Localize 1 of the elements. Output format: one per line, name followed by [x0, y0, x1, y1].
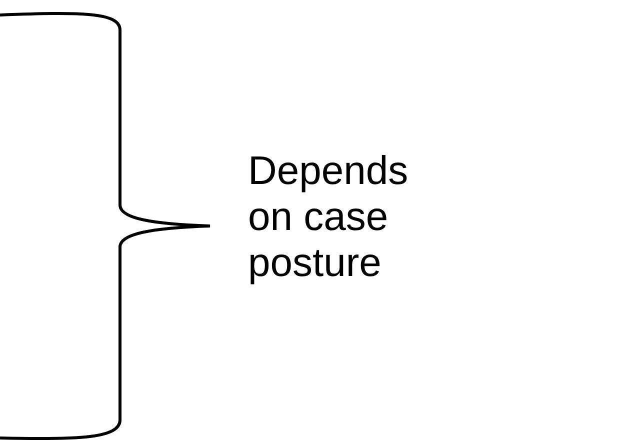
note-text: Depends on case posture: [248, 148, 410, 286]
